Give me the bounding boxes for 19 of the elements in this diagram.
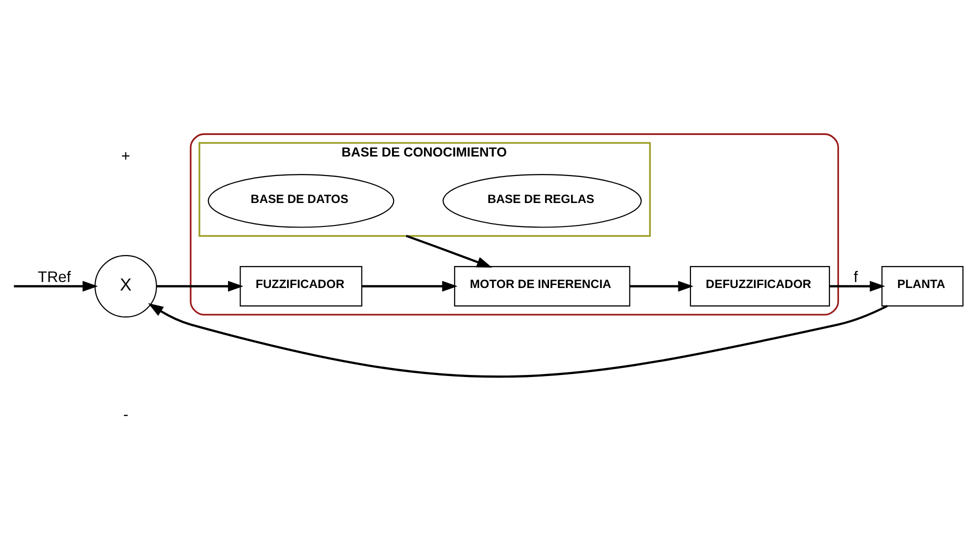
node-box: DEFUZZIFICADOR: [690, 266, 830, 306]
arrow: [630, 280, 694, 292]
node-ellipse: BASE DE REGLAS: [442, 173, 642, 228]
label: -: [123, 406, 128, 423]
arrow: [14, 280, 98, 292]
node-circle: X: [94, 254, 158, 318]
edge-label: TRef: [38, 268, 71, 286]
arrow: [148, 302, 888, 378]
node-box: PLANTA: [881, 266, 964, 306]
arrow: [362, 280, 458, 292]
arrow: [157, 280, 244, 292]
cluster: [190, 132, 840, 316]
node-box: FUZZIFICADOR: [240, 266, 362, 306]
label: +: [121, 148, 130, 165]
edge-label: f: [854, 268, 858, 286]
arrow: [830, 280, 886, 292]
node-ellipse: BASE DE DATOS: [208, 173, 394, 228]
arrow: [406, 234, 492, 268]
node-box: MOTOR DE INFERENCIA: [454, 266, 630, 306]
